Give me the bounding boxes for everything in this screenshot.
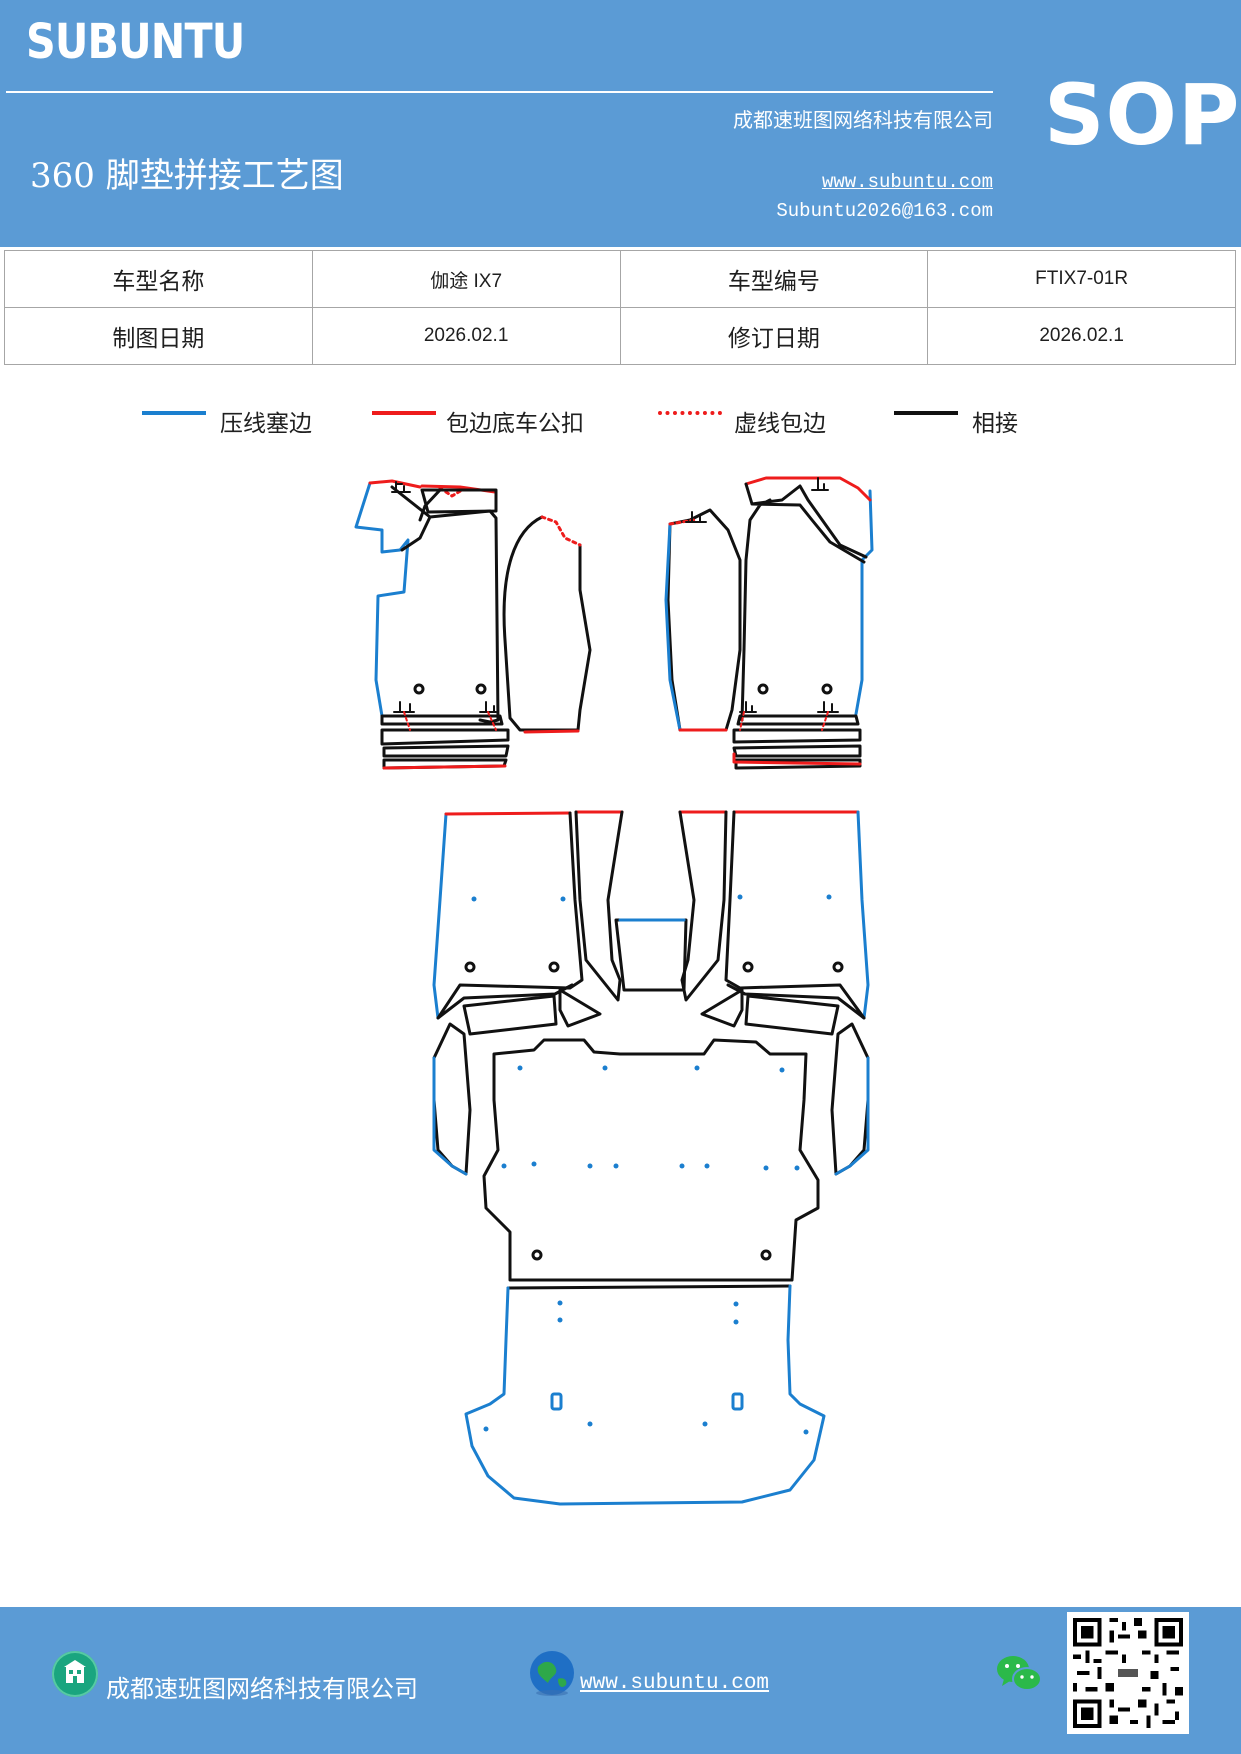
legend-label: 虚线包边: [734, 411, 826, 437]
right-clip-mark: [685, 477, 839, 713]
snap-button: [464, 961, 476, 973]
right-side-flap: [830, 1022, 870, 1176]
right-front-edge-blue: [854, 489, 874, 716]
qr-code: [1067, 1612, 1189, 1734]
legend-label: 压线塞边: [220, 411, 312, 437]
website-link[interactable]: www.subuntu.com: [821, 171, 993, 193]
left-side-panel: [502, 515, 592, 732]
right-strip-red: [732, 752, 862, 766]
left-snap: [475, 683, 487, 695]
legend-swatch-black: [894, 411, 958, 415]
front-left-panel: [436, 811, 584, 1020]
legend-swatch-red: [372, 411, 436, 415]
legend-label: 相接: [972, 411, 1018, 437]
left-front-edge-blue: [354, 481, 410, 718]
right-side-blue: [664, 522, 682, 732]
snap-button: [760, 1249, 772, 1261]
blue-dots: [471, 894, 832, 1435]
draw-date-value: 2026.02.1: [311, 307, 621, 365]
snap-button: [531, 1249, 543, 1261]
legend-swatch-blue: [142, 411, 206, 415]
front-left-edge-blue: [432, 812, 448, 1020]
vehicle-info-table: 车型名称 伽途 IX7 车型编号 FTIX7-01R 制图日期 2026.02.…: [4, 250, 1236, 365]
company-name: 成都速班图网络科技有限公司: [733, 108, 993, 132]
revise-date-label: 修订日期: [619, 307, 929, 365]
left-side-top-red: [540, 515, 582, 547]
right-strip-1: [736, 714, 860, 726]
right-strip-2: [732, 728, 862, 744]
front-right-panel: [724, 810, 866, 1020]
center-tunnel: [614, 918, 688, 992]
doc-type-label: SOP: [1044, 66, 1241, 164]
right-snap: [757, 683, 769, 695]
table-row: 制图日期 2026.02.1 修订日期 2026.02.1: [4, 307, 1236, 365]
revise-date-value: 2026.02.1: [927, 307, 1236, 365]
floor-mat-diagram: [354, 476, 874, 1506]
snap-button: [548, 961, 560, 973]
left-side-flap-blue: [432, 1056, 468, 1176]
mid-left-panel: [462, 988, 602, 1036]
line-legend: 压线塞边 包边底车公扣 虚线包边 相接: [0, 400, 1241, 440]
wechat-icon[interactable]: [996, 1653, 1042, 1695]
left-strip-3: [382, 744, 510, 758]
header-divider: [6, 91, 993, 93]
vehicle-code-label: 车型编号: [619, 250, 929, 308]
front-right-narrow: [678, 810, 728, 1002]
brand-logo: SUBUNTU: [26, 14, 245, 70]
vehicle-name-value: 伽途 IX7: [311, 250, 621, 308]
building-icon: [52, 1651, 98, 1697]
footer-website-link[interactable]: www.subuntu.com: [580, 1672, 770, 1695]
rear-panel-blue: [464, 1284, 826, 1506]
rear-slot: [550, 1392, 563, 1411]
header-banner: SUBUNTU 成都速班图网络科技有限公司 360 脚垫拼接工艺图 www.su…: [0, 0, 1241, 247]
front-right-edge-blue: [856, 810, 870, 1020]
right-side-dotted: [668, 518, 696, 526]
front-left-narrow: [574, 810, 624, 1002]
draw-date-label: 制图日期: [4, 307, 313, 365]
left-side-bottom-red: [523, 729, 580, 734]
left-front-plate: [420, 488, 498, 514]
legend-label: 包边底车公扣: [446, 411, 584, 437]
left-side-flap: [432, 1022, 472, 1176]
vehicle-code-value: FTIX7-01R: [927, 250, 1236, 308]
right-clip-dotted: [739, 711, 829, 731]
right-side-flap-blue: [834, 1056, 870, 1176]
right-front-edge-red-top: [744, 476, 872, 502]
globe-icon: [528, 1649, 576, 1697]
left-snap: [413, 683, 425, 695]
snap-button: [832, 961, 844, 973]
left-strip-2: [380, 728, 510, 746]
left-front-mat: [354, 479, 592, 770]
right-snap: [821, 683, 833, 695]
footer-company-name: 成都速班图网络科技有限公司: [106, 1675, 418, 1703]
snap-button: [742, 961, 754, 973]
legend-swatch-red-dotted: [658, 411, 722, 415]
email-address[interactable]: Subuntu2026@163.com: [776, 200, 993, 222]
right-strip-4: [734, 758, 862, 770]
right-front-inner: [740, 482, 868, 722]
vehicle-name-label: 车型名称: [4, 250, 313, 308]
middle-floor-panel: [482, 1038, 820, 1282]
right-side-panel: [666, 508, 742, 732]
left-strip-red: [382, 764, 507, 770]
left-front-edge-dotted: [438, 486, 464, 498]
table-row: 车型名称 伽途 IX7 车型编号 FTIX7-01R: [4, 250, 1236, 308]
left-clip-dotted: [403, 711, 497, 731]
mid-right-panel: [700, 988, 840, 1036]
footer-banner: 成都速班图网络科技有限公司 www.subuntu.com: [0, 1607, 1241, 1754]
main-floor-mat: [432, 810, 870, 1506]
rear-panel-black-top: [506, 1284, 792, 1290]
front-left-edge-red: [444, 810, 624, 816]
right-front-mat: [664, 476, 874, 770]
left-strip-1: [380, 714, 504, 726]
right-strip-3: [732, 744, 862, 758]
rear-slot: [731, 1392, 744, 1411]
page-title: 360 脚垫拼接工艺图: [30, 156, 344, 196]
left-front-edge-red-top: [368, 479, 422, 489]
